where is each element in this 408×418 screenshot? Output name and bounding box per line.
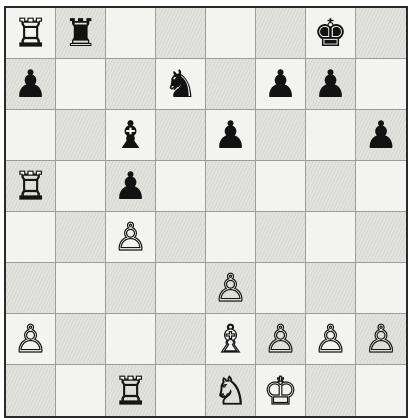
c6-black-bishop-piece[interactable]: ♝ (113, 116, 147, 154)
square-f8[interactable] (256, 8, 306, 59)
square-h6[interactable]: ♟ (356, 110, 406, 161)
square-g4[interactable] (306, 212, 356, 263)
square-f1[interactable]: ♔ (256, 365, 306, 416)
square-b2[interactable] (56, 314, 106, 365)
d7-black-knight-piece[interactable]: ♞ (163, 65, 197, 103)
square-a1[interactable] (6, 365, 56, 416)
square-d1[interactable] (156, 365, 206, 416)
square-e8[interactable] (206, 8, 256, 59)
f2-white-pawn-piece[interactable]: ♙ (263, 320, 297, 358)
square-h4[interactable] (356, 212, 406, 263)
square-c6[interactable]: ♝ (106, 110, 156, 161)
square-b4[interactable] (56, 212, 106, 263)
e3-white-pawn-piece[interactable]: ♙ (213, 269, 247, 307)
h6-black-pawn-piece[interactable]: ♟ (364, 116, 398, 154)
square-d5[interactable] (156, 161, 206, 212)
square-c8[interactable] (106, 8, 156, 59)
square-f2[interactable]: ♙ (256, 314, 306, 365)
a5-white-rook-piece[interactable]: ♖ (13, 167, 47, 205)
square-a6[interactable] (6, 110, 56, 161)
square-c7[interactable] (106, 59, 156, 110)
a7-black-pawn-piece[interactable]: ♟ (13, 65, 47, 103)
a2-white-pawn-piece[interactable]: ♙ (13, 320, 47, 358)
c5-black-pawn-piece[interactable]: ♟ (113, 167, 147, 205)
square-d6[interactable] (156, 110, 206, 161)
square-g1[interactable] (306, 365, 356, 416)
square-f3[interactable] (256, 263, 306, 314)
square-b7[interactable] (56, 59, 106, 110)
square-c5[interactable]: ♟ (106, 161, 156, 212)
square-c1[interactable]: ♖ (106, 365, 156, 416)
f7-black-pawn-piece[interactable]: ♟ (263, 65, 297, 103)
square-g5[interactable] (306, 161, 356, 212)
square-b3[interactable] (56, 263, 106, 314)
square-e2[interactable]: ♗ (206, 314, 256, 365)
square-c4[interactable]: ♙ (106, 212, 156, 263)
square-g2[interactable]: ♙ (306, 314, 356, 365)
square-a8[interactable]: ♖ (6, 8, 56, 59)
square-c3[interactable] (106, 263, 156, 314)
square-a2[interactable]: ♙ (6, 314, 56, 365)
square-f6[interactable] (256, 110, 306, 161)
chess-board: ♖ ♜ ♚ ♟ ♞ ♟ ♟ ♝ ♟ ♟ ♖ ♟ ♙ ♙ ♙ ♗ ♙ ♙ ♙ ♖ ♘ ♔ (4, 6, 408, 418)
square-b1[interactable] (56, 365, 106, 416)
c1-white-rook-piece[interactable]: ♖ (113, 372, 147, 410)
a8-white-rook-piece[interactable]: ♖ (13, 14, 47, 52)
square-c2[interactable] (106, 314, 156, 365)
b8-black-rook-piece[interactable]: ♜ (63, 14, 97, 52)
square-e6[interactable]: ♟ (206, 110, 256, 161)
square-a4[interactable] (6, 212, 56, 263)
f1-white-king-piece[interactable]: ♔ (263, 372, 297, 410)
square-f5[interactable] (256, 161, 306, 212)
h2-white-pawn-piece[interactable]: ♙ (364, 320, 398, 358)
square-b5[interactable] (56, 161, 106, 212)
g2-white-pawn-piece[interactable]: ♙ (313, 320, 347, 358)
square-a7[interactable]: ♟ (6, 59, 56, 110)
square-g3[interactable] (306, 263, 356, 314)
e1-white-knight-piece[interactable]: ♘ (213, 372, 247, 410)
square-g8[interactable]: ♚ (306, 8, 356, 59)
square-d2[interactable] (156, 314, 206, 365)
square-d3[interactable] (156, 263, 206, 314)
square-f4[interactable] (256, 212, 306, 263)
square-e7[interactable] (206, 59, 256, 110)
square-h2[interactable]: ♙ (356, 314, 406, 365)
square-b8[interactable]: ♜ (56, 8, 106, 59)
g8-black-king-piece[interactable]: ♚ (313, 14, 347, 52)
square-b6[interactable] (56, 110, 106, 161)
square-h5[interactable] (356, 161, 406, 212)
square-h7[interactable] (356, 59, 406, 110)
square-e1[interactable]: ♘ (206, 365, 256, 416)
square-h8[interactable] (356, 8, 406, 59)
e6-black-pawn-piece[interactable]: ♟ (213, 116, 247, 154)
square-g6[interactable] (306, 110, 356, 161)
square-g7[interactable]: ♟ (306, 59, 356, 110)
square-f7[interactable]: ♟ (256, 59, 306, 110)
square-d8[interactable] (156, 8, 206, 59)
c4-white-pawn-piece[interactable]: ♙ (113, 218, 147, 256)
square-a5[interactable]: ♖ (6, 161, 56, 212)
square-d4[interactable] (156, 212, 206, 263)
square-e4[interactable] (206, 212, 256, 263)
g7-black-pawn-piece[interactable]: ♟ (313, 65, 347, 103)
square-e3[interactable]: ♙ (206, 263, 256, 314)
square-h1[interactable] (356, 365, 406, 416)
e2-white-bishop-piece[interactable]: ♗ (213, 320, 247, 358)
square-d7[interactable]: ♞ (156, 59, 206, 110)
square-e5[interactable] (206, 161, 256, 212)
square-h3[interactable] (356, 263, 406, 314)
square-a3[interactable] (6, 263, 56, 314)
